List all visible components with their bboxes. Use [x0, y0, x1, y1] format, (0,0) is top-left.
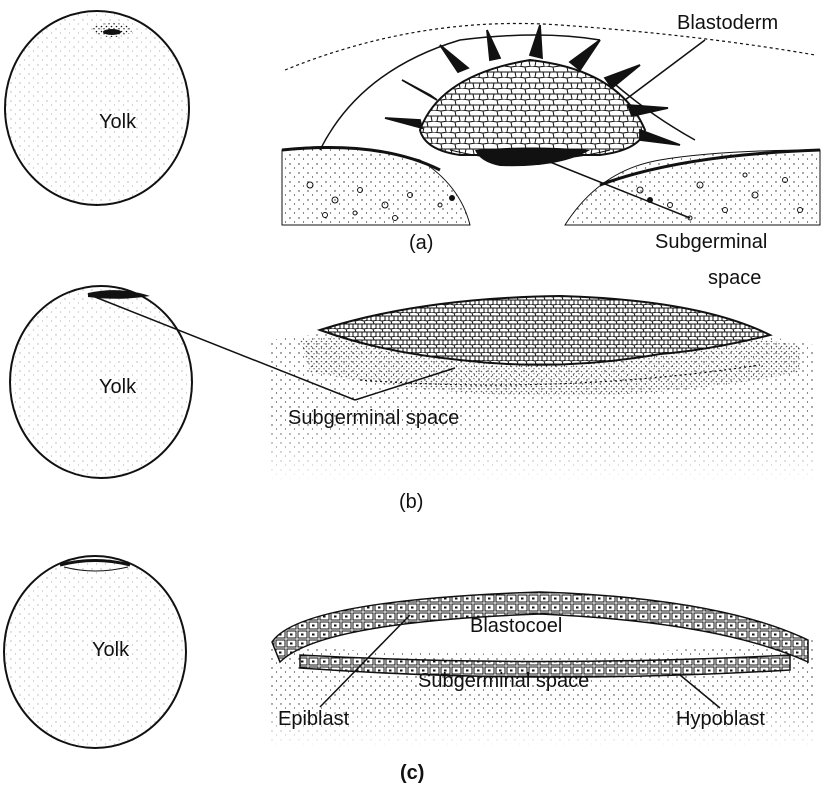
- yolk-label-c: Yolk: [92, 639, 130, 661]
- yolk-label-a: Yolk: [99, 111, 137, 133]
- egg-a: Yolk: [5, 11, 189, 205]
- blastoderm-label: Blastoderm: [677, 12, 778, 34]
- blastoderm-detail-a: [282, 23, 820, 225]
- epiblast-label: Epiblast: [278, 708, 350, 730]
- panel-c: Yolk Blastocoel Subgerminal space Epibla…: [4, 556, 815, 784]
- panel-b: Yolk Subgerminal space (b): [10, 286, 815, 513]
- panel-a: Yolk: [5, 11, 820, 289]
- hypoblast-label: Hypoblast: [676, 708, 765, 730]
- subgerminal-label-a-line1: Subgerminal: [655, 231, 767, 253]
- subgerminal-label-a-line2: space: [708, 267, 761, 289]
- yolk-label-b: Yolk: [99, 376, 137, 398]
- egg-c: Yolk: [4, 556, 186, 748]
- blastocoel-label: Blastocoel: [470, 615, 562, 637]
- subgerminal-label-b: Subgerminal space: [288, 407, 459, 429]
- caption-b: (b): [399, 491, 423, 513]
- subgerminal-label-c: Subgerminal space: [418, 670, 589, 692]
- blastoderm-detail-b: [95, 296, 815, 482]
- egg-b: Yolk: [10, 286, 192, 478]
- caption-c: (c): [400, 762, 424, 784]
- caption-a: (a): [409, 232, 433, 254]
- blastoderm-leader: [625, 40, 705, 100]
